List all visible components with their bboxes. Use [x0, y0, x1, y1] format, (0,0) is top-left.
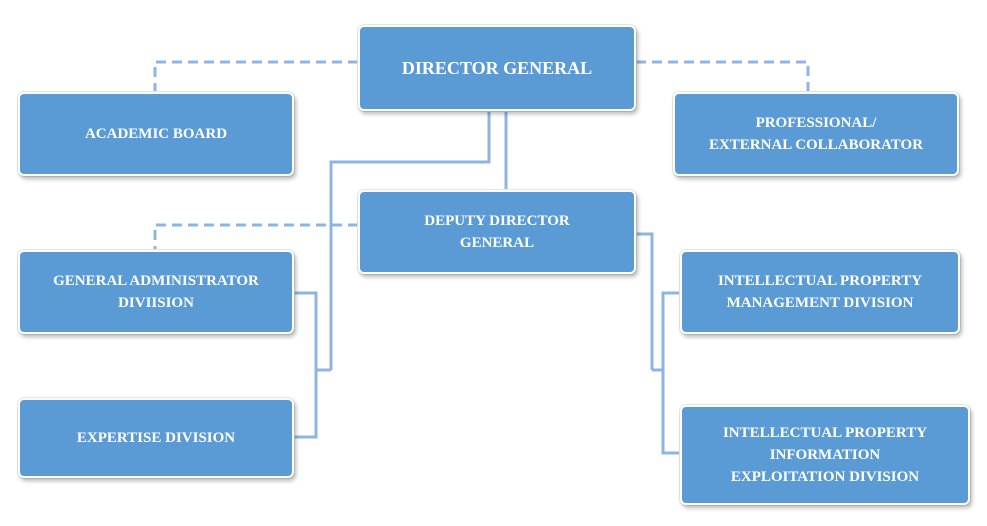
general-administrator-division-box: GENERAL ADMINISTRATOR DIVIISION — [18, 250, 294, 334]
dashed-link-academic-board — [153, 60, 358, 92]
director-general-label: DIRECTOR GENERAL — [401, 58, 593, 78]
link-ip-management — [661, 291, 680, 370]
academic-board-box: ACADEMIC BOARD — [18, 92, 294, 176]
link-general-admin — [294, 291, 318, 370]
external-collaborator-box: PROFESSIONAL/ EXTERNAL COLLABORATOR — [673, 92, 959, 176]
ip-information-exploitation-division-label: INTELLECTUAL PROPERTY INFORMATION EXPLOI… — [722, 425, 928, 485]
academic-board-label: ACADEMIC BOARD — [84, 126, 228, 142]
dashed-link-general-admin — [153, 223, 358, 250]
deputy-director-general-box: DEPUTY DIRECTOR GENERAL — [358, 190, 636, 274]
external-collaborator-label: PROFESSIONAL/ EXTERNAL COLLABORATOR — [708, 115, 924, 153]
dashed-link-external-collaborator — [636, 60, 810, 92]
ip-information-exploitation-division-box: INTELLECTUAL PROPERTY INFORMATION EXPLOI… — [680, 405, 970, 505]
director-general-box: DIRECTOR GENERAL — [358, 25, 636, 111]
link-expertise-division — [294, 370, 318, 439]
general-administrator-division-label: GENERAL ADMINISTRATOR DIVIISION — [53, 273, 259, 311]
ip-management-division-box: INTELLECTUAL PROPERTY MANAGEMENT DIVISIO… — [680, 250, 960, 334]
expertise-division-box: EXPERTISE DIVISION — [18, 398, 294, 478]
link-director-to-left-column — [329, 111, 491, 370]
expertise-division-label: EXPERTISE DIVISION — [76, 430, 236, 446]
link-deputy-to-right-column — [636, 232, 654, 370]
ip-management-division-label: INTELLECTUAL PROPERTY MANAGEMENT DIVISIO… — [717, 273, 923, 311]
deputy-director-general-label: DEPUTY DIRECTOR GENERAL — [424, 213, 570, 251]
link-ip-information — [661, 370, 680, 455]
